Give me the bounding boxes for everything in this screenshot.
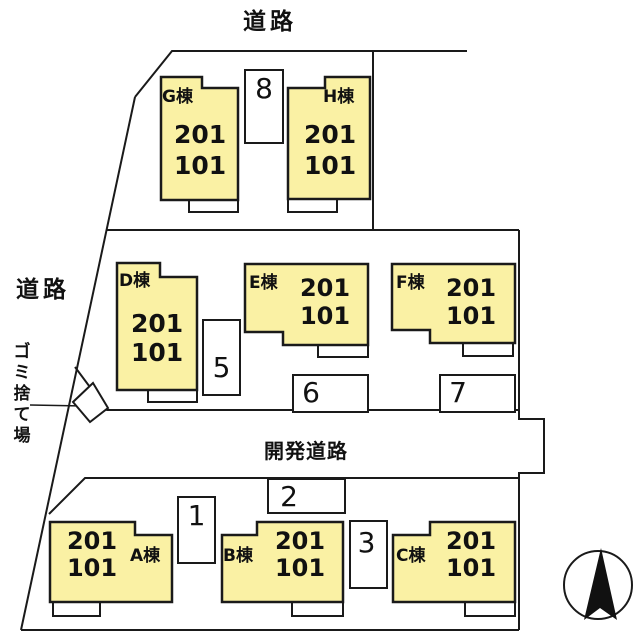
north-arrow-icon bbox=[563, 548, 633, 620]
parking-spot-8-shape bbox=[244, 69, 284, 144]
unit-number: 201 bbox=[174, 120, 227, 149]
parking-spot-2-shape bbox=[267, 478, 346, 514]
building-C-shape bbox=[391, 520, 517, 604]
building-shapes bbox=[48, 75, 517, 604]
building-E-units: 201 101 bbox=[299, 274, 351, 330]
unit-number: 101 bbox=[274, 554, 326, 582]
road-label-left: 道路 bbox=[16, 277, 70, 303]
building-H-units: 201 101 bbox=[304, 119, 356, 181]
parking-spot-8: 8 bbox=[255, 72, 273, 105]
building-H-shape bbox=[286, 75, 372, 201]
parking-spot-5: 5 bbox=[212, 351, 231, 384]
parking-stalls bbox=[177, 69, 516, 589]
building-C-units: 201 101 bbox=[445, 528, 497, 582]
parking-spot-2: 2 bbox=[280, 480, 298, 513]
development-road-label: 開発道路 bbox=[264, 439, 348, 463]
unit-number: 201 bbox=[274, 527, 326, 555]
unit-number: 101 bbox=[299, 302, 351, 330]
unit-number: 201 bbox=[131, 309, 184, 338]
building-F-label: F棟 bbox=[396, 273, 425, 293]
building-entrance-tabs bbox=[52, 198, 516, 617]
building-H-label: H棟 bbox=[323, 87, 355, 107]
unit-number: 201 bbox=[445, 274, 497, 302]
parking-spot-7: 7 bbox=[449, 376, 467, 409]
building-B-shape bbox=[220, 520, 345, 604]
parking-spot-3-shape bbox=[349, 520, 388, 589]
building-F-shape bbox=[390, 262, 517, 345]
building-E-shape bbox=[243, 262, 370, 347]
parking-spot-1: 1 bbox=[187, 499, 206, 532]
building-D-label: D棟 bbox=[119, 271, 151, 291]
building-A-label: A棟 bbox=[130, 546, 161, 566]
unit-number: 101 bbox=[304, 151, 357, 180]
parking-spot-7-shape bbox=[439, 374, 516, 413]
building-G-label: G棟 bbox=[162, 87, 193, 107]
building-D-units: 201 101 bbox=[131, 309, 183, 367]
unit-number: 201 bbox=[299, 274, 351, 302]
unit-number: 201 bbox=[445, 527, 497, 555]
unit-number: 101 bbox=[445, 302, 497, 330]
building-B-label: B棟 bbox=[223, 546, 253, 566]
building-G-units: 201 101 bbox=[174, 119, 226, 181]
building-F-units: 201 101 bbox=[445, 274, 497, 330]
building-D-shape bbox=[115, 261, 199, 392]
parking-spot-5-shape bbox=[202, 319, 241, 396]
parking-spot-3: 3 bbox=[357, 526, 376, 559]
garbage-area-label: ゴミ捨て場 bbox=[13, 342, 31, 446]
garbage-area-shape bbox=[71, 381, 110, 424]
unit-number: 101 bbox=[66, 554, 118, 582]
building-A-shape bbox=[48, 520, 174, 604]
parking-spot-1-shape bbox=[177, 496, 216, 564]
unit-number: 201 bbox=[304, 120, 357, 149]
building-G-shape bbox=[159, 75, 240, 202]
building-B-units: 201 101 bbox=[274, 528, 326, 582]
unit-number: 101 bbox=[131, 338, 184, 367]
building-E-label: E棟 bbox=[249, 273, 278, 293]
unit-number: 101 bbox=[174, 151, 227, 180]
unit-number: 101 bbox=[445, 554, 497, 582]
parking-spot-6: 6 bbox=[302, 376, 320, 409]
building-C-label: C棟 bbox=[396, 546, 426, 566]
unit-number: 201 bbox=[66, 527, 118, 555]
road-label-top: 道路 bbox=[243, 9, 297, 35]
building-A-units: 201 101 bbox=[66, 528, 118, 582]
parking-spot-6-shape bbox=[292, 374, 369, 413]
